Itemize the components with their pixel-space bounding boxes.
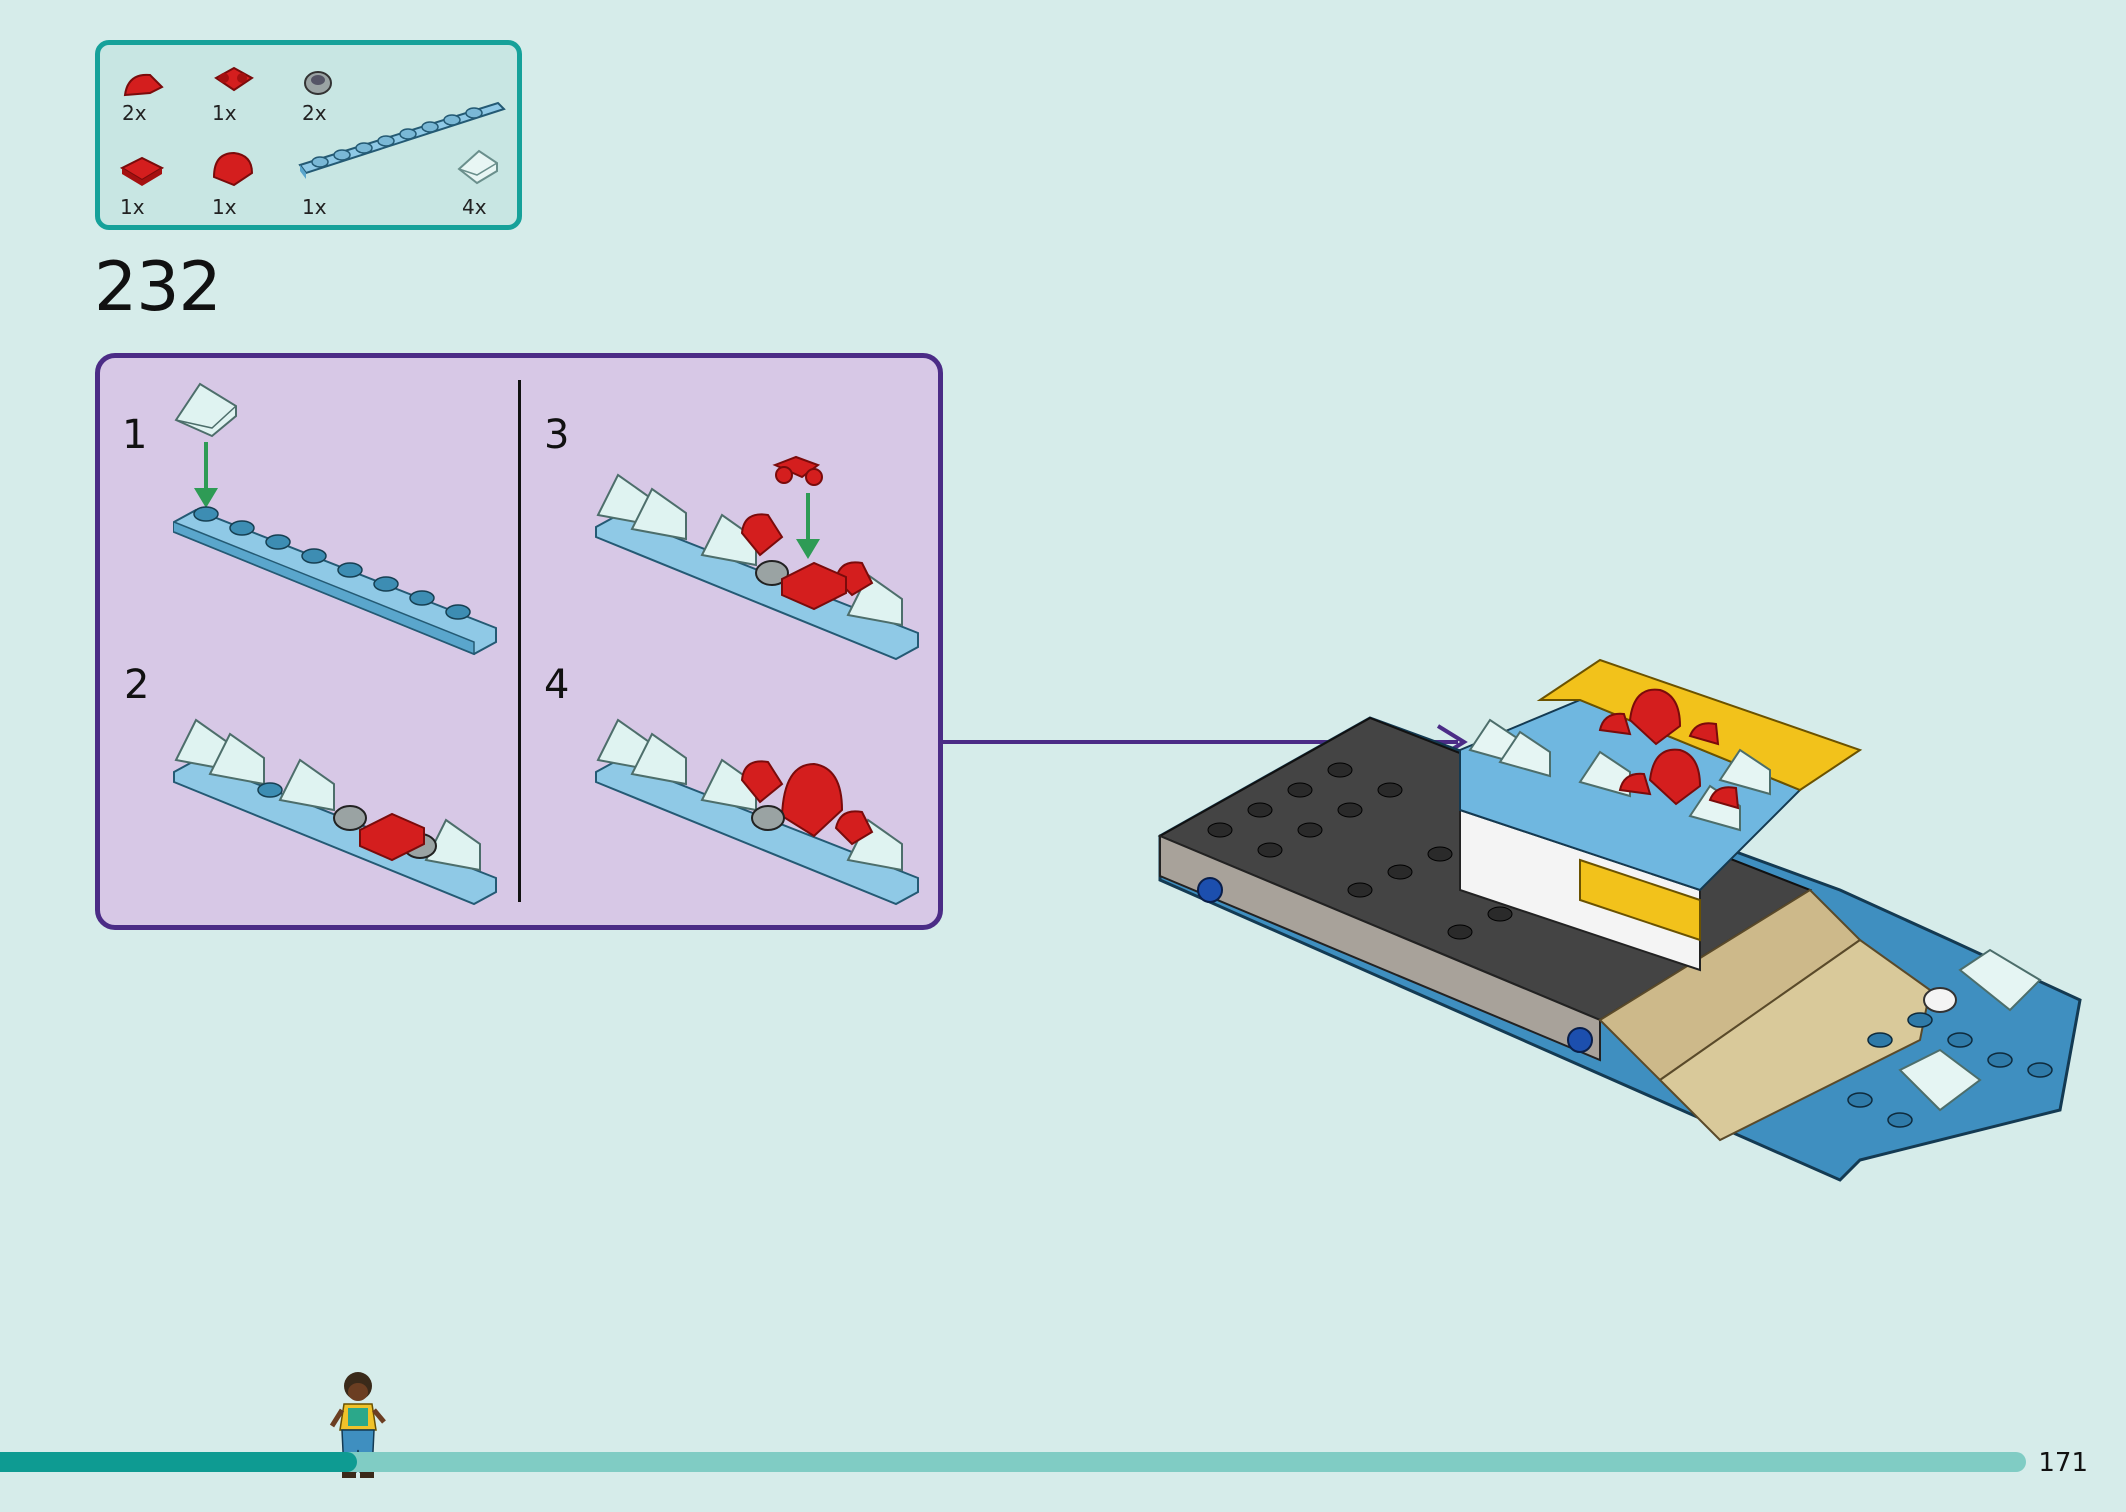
part-qty: 1x (120, 195, 145, 219)
parts-list-box: 2x 1x 2x 1x 1x 1x 4x (95, 40, 522, 230)
substep-number: 4 (544, 662, 570, 708)
substep-3-illustration (595, 455, 919, 661)
red-rounded-tile-icon (212, 151, 254, 187)
part-qty: 1x (212, 101, 237, 125)
substep-2-illustration (173, 718, 497, 906)
transparent-slope-icon (457, 149, 498, 185)
substep-number: 2 (124, 662, 150, 708)
substep-number: 1 (122, 412, 148, 458)
part-qty: 1x (212, 195, 237, 219)
progress-fill (0, 1452, 357, 1472)
substep-1-illustration (173, 382, 497, 656)
part-qty: 1x (302, 195, 327, 219)
gray-round-plate-icon (304, 71, 332, 95)
substep-4-illustration (595, 718, 919, 906)
red-flower-plate-icon (214, 66, 254, 92)
progress-track (0, 1452, 2026, 1472)
step-number: 232 (94, 248, 222, 327)
light-blue-long-plate-icon (298, 101, 506, 179)
part-qty: 2x (122, 101, 147, 125)
part-qty: 2x (302, 101, 327, 125)
substep-divider (518, 380, 521, 902)
part-qty: 4x (462, 195, 487, 219)
main-model-illustration (1157, 658, 2082, 1182)
page-number: 171 (2038, 1448, 2088, 1478)
red-square-plate-icon (119, 156, 165, 186)
red-curved-slope-icon (123, 73, 164, 97)
substep-number: 3 (544, 412, 570, 458)
